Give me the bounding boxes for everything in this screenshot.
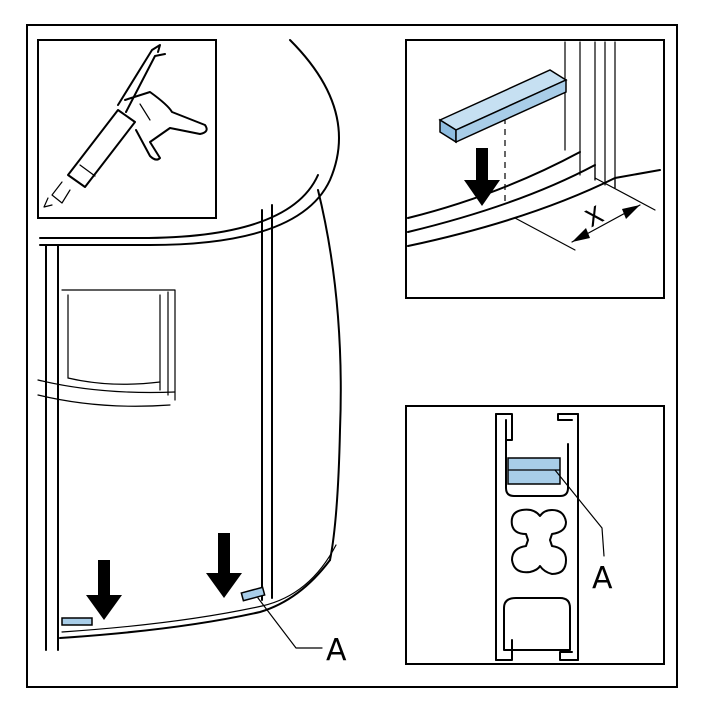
seal-block — [507, 457, 561, 485]
caulking-gun-inset — [37, 39, 217, 219]
seal-block-right — [240, 586, 266, 602]
seal-block-left — [61, 617, 93, 626]
caulking-gun-icon — [43, 44, 208, 208]
arrow-down-icon — [464, 148, 500, 206]
arrow-down-icon — [86, 560, 122, 620]
detail-block-placement: X — [405, 39, 665, 299]
part-label-a-main: A — [326, 633, 347, 668]
shower-enclosure: A — [37, 39, 347, 668]
detail-profile-section: A — [405, 405, 665, 665]
part-label-a-detail: A — [592, 561, 613, 596]
seal-block — [438, 69, 568, 144]
arrow-down-icon — [206, 533, 242, 598]
